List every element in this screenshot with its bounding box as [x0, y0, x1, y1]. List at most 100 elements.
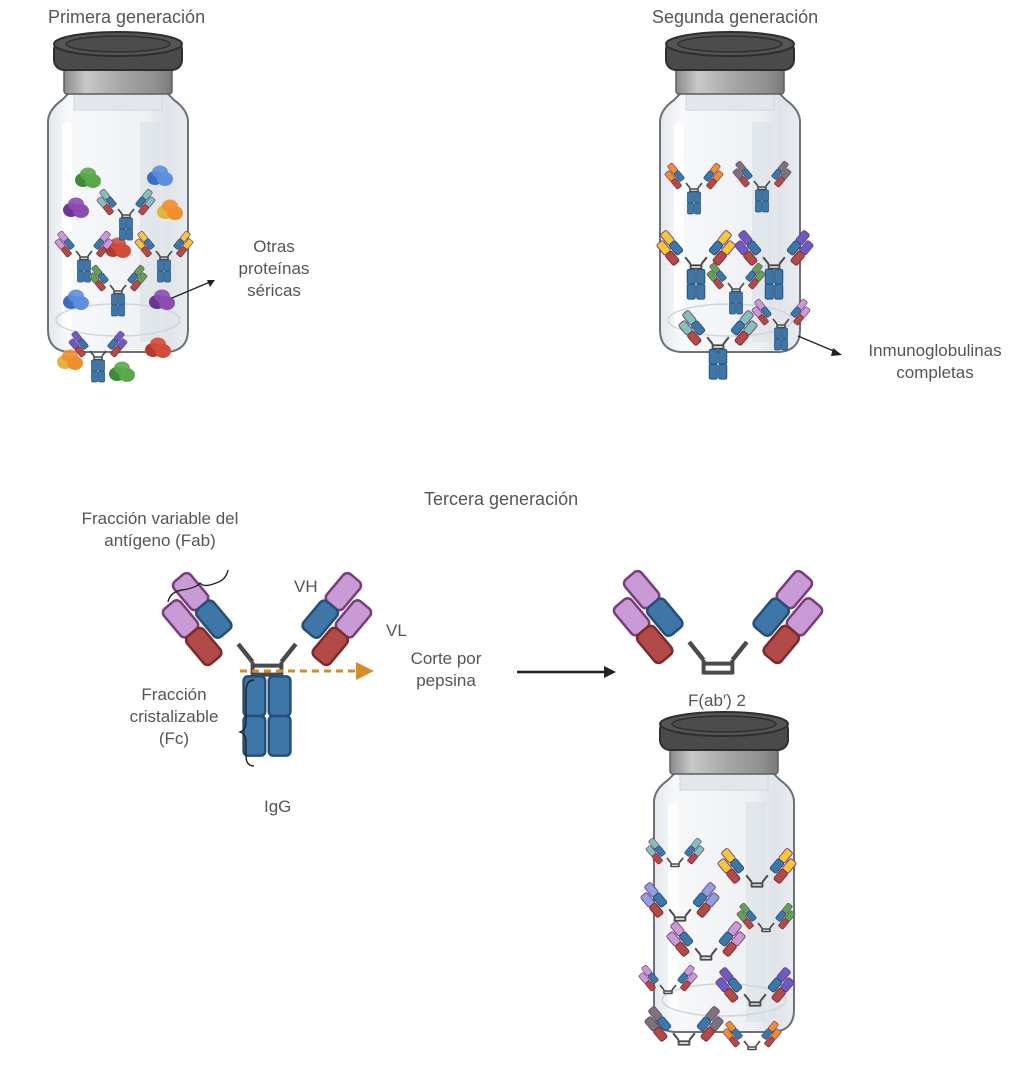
cl-domain [687, 330, 702, 346]
ch1-domain [647, 972, 659, 984]
cl-domain [712, 250, 727, 266]
cl-domain [764, 1036, 775, 1048]
label-line: (Fc) [158, 729, 190, 748]
fc-domain [267, 714, 292, 757]
ch1-domain [690, 320, 706, 336]
cl-domain [130, 280, 141, 292]
cl-domain [61, 246, 72, 258]
ch1-domain [708, 240, 724, 256]
cl-domain [95, 280, 106, 292]
fc-domain [694, 191, 701, 204]
ch1-domain [656, 1016, 672, 1032]
antibody-arm [666, 921, 694, 957]
ch1-domain [730, 320, 746, 336]
serum-protein [149, 289, 175, 310]
fc-domain [686, 268, 696, 285]
hinge-link [743, 1040, 761, 1047]
hinge-link [772, 318, 790, 325]
second-generation-title: Segunda generación [652, 7, 819, 27]
label-line: cristalizable [129, 707, 219, 726]
cl-domain [743, 250, 758, 266]
fab2-fragment [736, 902, 796, 933]
hinge [711, 344, 725, 350]
antibody [68, 330, 128, 383]
antibody-arm [734, 230, 762, 266]
ch1-domain [135, 196, 147, 208]
fc-domain [687, 191, 694, 204]
antibody-arm [612, 569, 684, 665]
hinge [689, 264, 703, 270]
fc-domain [781, 338, 788, 351]
serum-protein [109, 361, 135, 382]
antibody-arm [54, 230, 75, 258]
hinge-link [685, 182, 703, 189]
antibody-arm [301, 571, 373, 667]
callout-line: completas [896, 363, 974, 382]
hinge-link [743, 993, 767, 1002]
cl-domain [652, 853, 663, 865]
hinge [699, 955, 713, 961]
ch1-domain [727, 977, 743, 993]
hinge [663, 990, 673, 995]
hinge [748, 1001, 762, 1007]
cl-domain [762, 624, 801, 665]
ch1-domain [673, 170, 685, 182]
cl-domain [665, 250, 680, 266]
ch1-domain [745, 270, 757, 282]
fc-domain [126, 228, 133, 241]
hinge-link [672, 1032, 696, 1041]
cl-domain [635, 624, 674, 665]
antibody [678, 310, 758, 380]
hinge-link [75, 250, 93, 257]
hinge [121, 214, 131, 219]
antibody-arm [107, 330, 128, 358]
fc-domain [111, 304, 118, 317]
fc-domain [98, 370, 105, 383]
antibody-arm [706, 262, 727, 290]
label-line: Fracción [141, 685, 207, 704]
antibody [134, 230, 194, 283]
antibody [751, 298, 811, 351]
cl-domain [311, 626, 350, 667]
antibody-arm [775, 902, 796, 930]
pepsin-cut-label: Corte por pepsina [396, 648, 496, 692]
antibody-arm [692, 882, 720, 918]
fc-domain [774, 327, 781, 340]
ch1-domain [703, 170, 715, 182]
fab2-fragment [612, 569, 824, 675]
pepsin-cut-arrow [240, 662, 374, 680]
hinge [757, 186, 767, 191]
ch1-domain [194, 599, 233, 639]
cl-domain [743, 918, 754, 930]
antibody-arm [696, 1006, 724, 1042]
cl-domain [790, 250, 805, 266]
fc-domain [774, 268, 784, 285]
serum-protein [57, 349, 83, 370]
antibody-arm [708, 230, 736, 266]
antibody-arm [656, 230, 684, 266]
cl-domain [671, 178, 682, 190]
antibody [54, 230, 114, 283]
fc-domain [84, 259, 91, 272]
serum-protein [157, 199, 183, 220]
hinge [673, 916, 687, 922]
cl-domain [696, 902, 711, 918]
ch1-domain [745, 910, 757, 922]
ch1-domain [752, 597, 791, 637]
fab2-fragment [638, 964, 698, 995]
cl-domain [706, 178, 717, 190]
hinge [159, 256, 169, 261]
fc-domain [164, 270, 171, 283]
serum-protein [63, 197, 89, 218]
antibody [88, 264, 148, 317]
antibody [96, 188, 156, 241]
antibody-arm [745, 262, 766, 290]
ch1-domain [107, 338, 119, 350]
cl-domain [141, 246, 152, 258]
cl-domain [645, 980, 656, 992]
hinge-link [694, 947, 718, 956]
hinge-link [668, 908, 692, 917]
fc-domain [242, 675, 267, 718]
ch1-domain [301, 599, 340, 639]
